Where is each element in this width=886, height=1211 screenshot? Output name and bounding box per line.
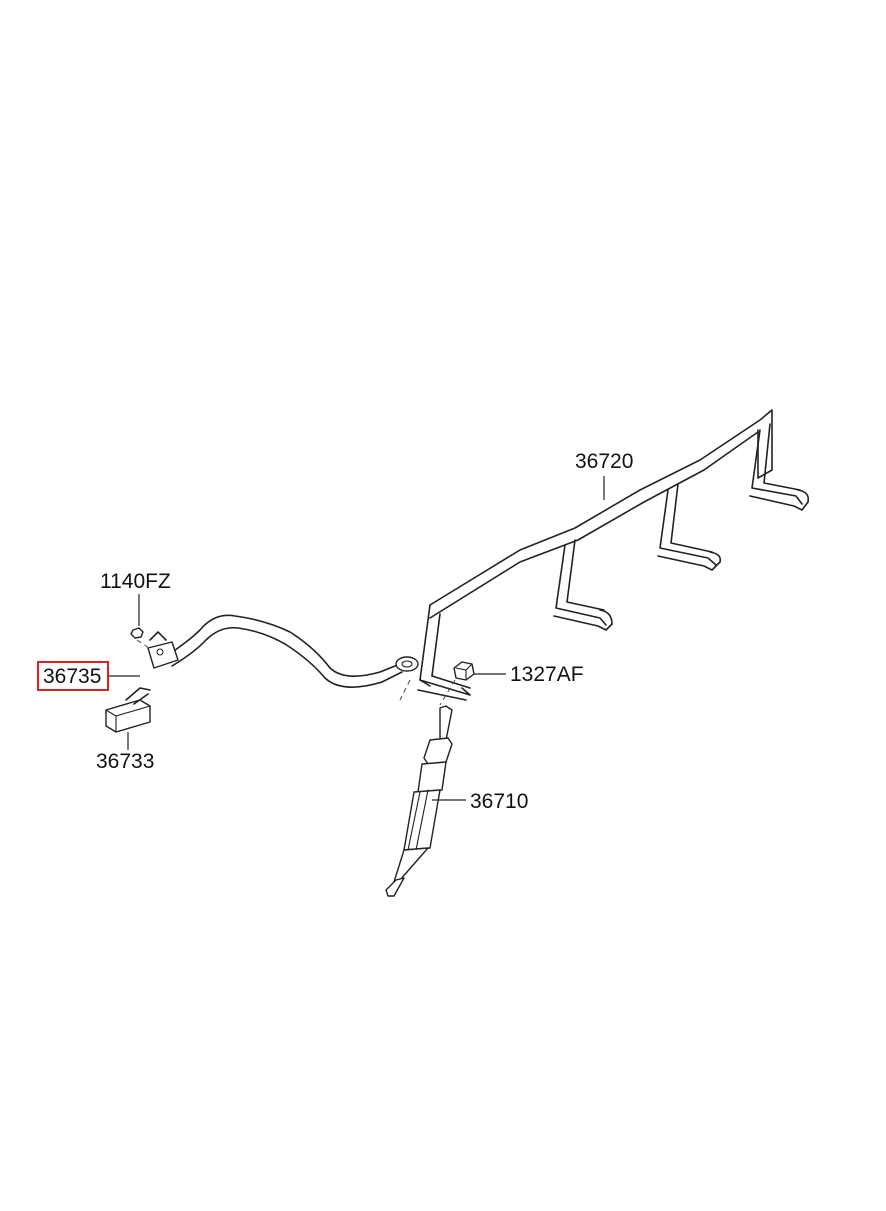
harness-36720[interactable]: [417, 409, 810, 701]
connector-36733[interactable]: [105, 687, 151, 733]
highlight-box-36735: [37, 661, 109, 691]
label-36733[interactable]: 36733: [96, 750, 154, 773]
label-1140fz[interactable]: 1140FZ: [100, 570, 171, 593]
label-36710[interactable]: 36710: [470, 790, 528, 813]
glow-plug-36710[interactable]: [385, 705, 453, 897]
label-36720[interactable]: 36720: [575, 450, 633, 473]
nut-1140fz[interactable]: [130, 627, 153, 651]
ground-cable-36735[interactable]: [147, 614, 419, 688]
label-36735[interactable]: 36735: [43, 665, 101, 688]
label-1327af[interactable]: 1327AF: [510, 663, 584, 686]
